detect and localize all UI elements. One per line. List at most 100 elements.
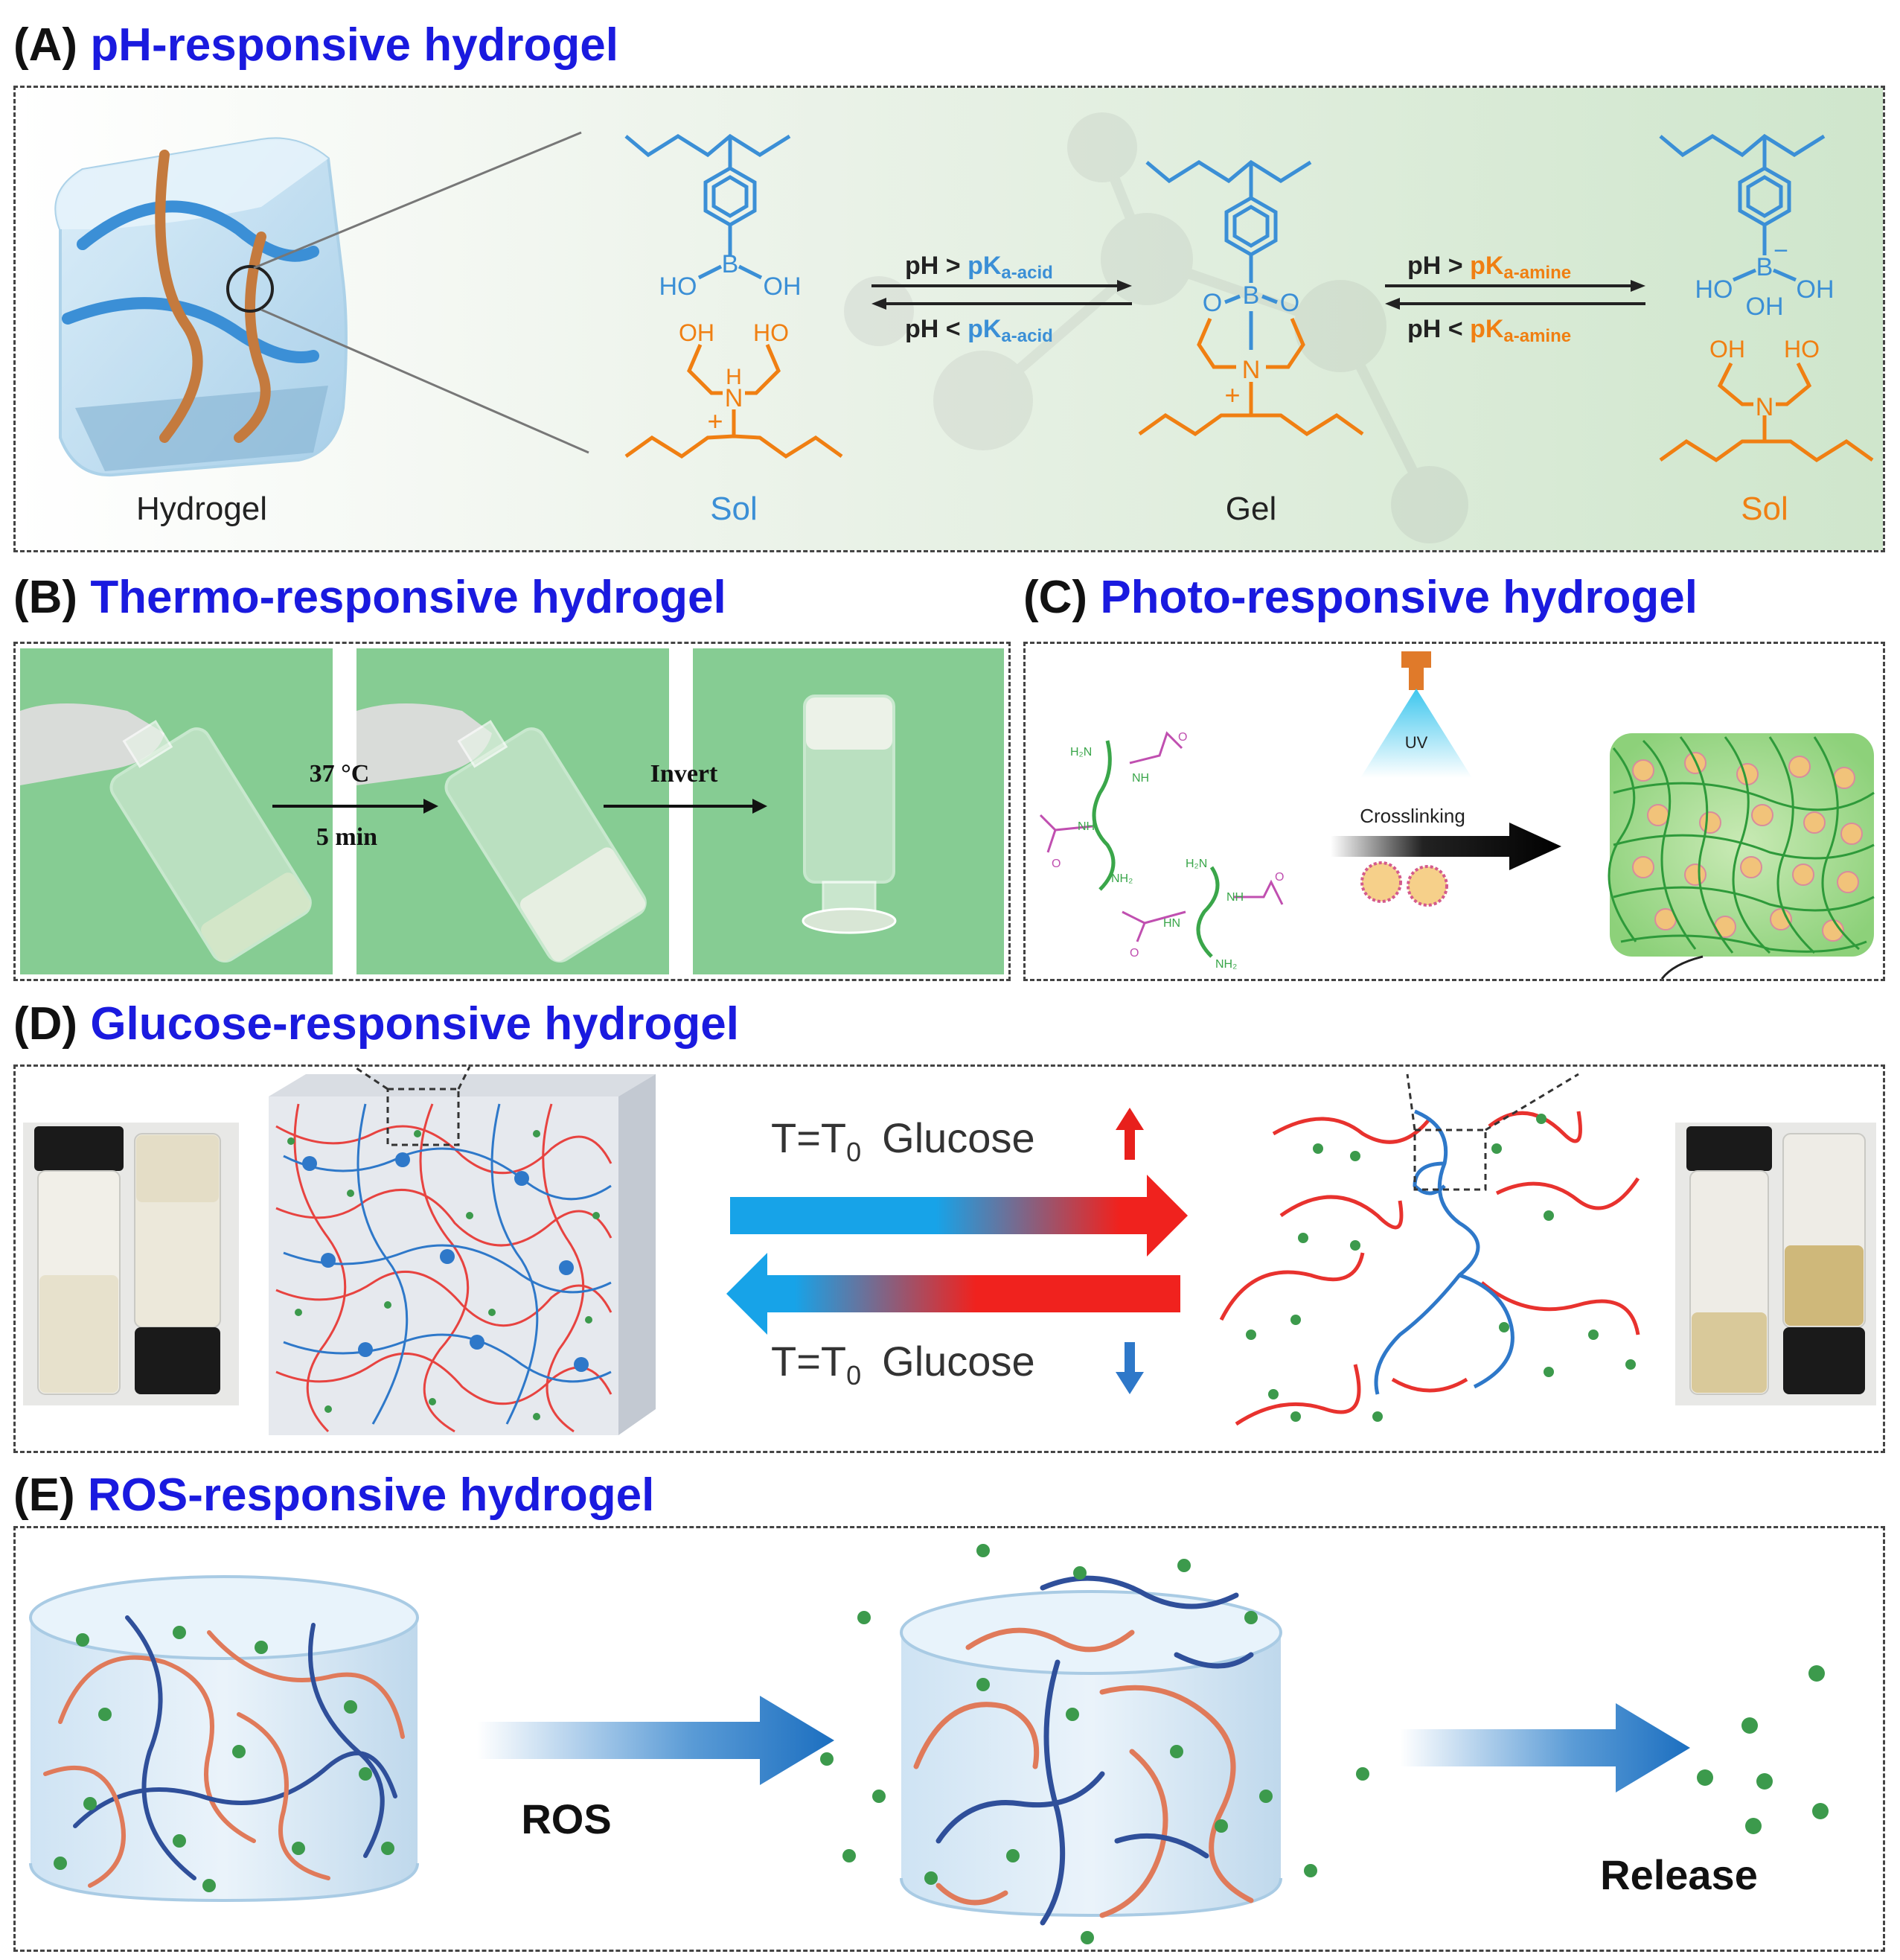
reverse-arrow (726, 1253, 1180, 1335)
charge-plus: + (707, 406, 723, 436)
panel-d-title: (D) Glucose-responsive hydrogel (13, 1001, 739, 1047)
eq1-bottom-sub: a-acid (1001, 326, 1052, 346)
ros-label: ROS (521, 1795, 611, 1842)
uv-lamp-icon (1360, 651, 1472, 778)
atom-hydrogen: H (726, 365, 742, 389)
hydrogel-label: Hydrogel (136, 491, 267, 527)
eq1-top-pre: pH > (905, 252, 967, 280)
bottom-condition-post: Glucose (882, 1338, 1034, 1385)
chem-o-2: O (1052, 858, 1061, 870)
eq1-top-label: pH > pKa-acid (905, 252, 1053, 283)
atom-ho: HO (659, 272, 697, 301)
release-label: Release (1600, 1851, 1758, 1898)
chem-h2n-2: H₂N (1186, 858, 1207, 870)
sr-atom-oh-bottom: OH (1746, 293, 1784, 321)
panel-d-name: Glucose-responsive hydrogel (90, 998, 740, 1050)
panel-a-tag: (A) (13, 19, 78, 71)
chem-nh2-1: NH₂ (1111, 872, 1133, 885)
sol-drug-dots (1246, 1114, 1636, 1422)
equilibrium-arrows-2 (1385, 280, 1645, 310)
glucose-down-arrow-icon (1116, 1342, 1144, 1394)
panel-b-title: (B) Thermo-responsive hydrogel (13, 575, 726, 621)
gel-label: Gel (1226, 491, 1276, 527)
atom-nitrogen: N (725, 384, 743, 412)
gel-atom-o-left: O (1203, 289, 1222, 317)
step1-top-label: 37 °C (310, 760, 370, 788)
top-condition-sub: 0 (846, 1137, 861, 1167)
gel-atom-o-right: O (1280, 289, 1299, 317)
panel-c-diagram: H₂N NH O NH O NH₂ H₂N NH O HN O NH₂ UV C… (1039, 651, 1875, 979)
sr-atom-oh-left: OH (1709, 336, 1745, 363)
panel-e-box: ROS (13, 1526, 1885, 1952)
zoom-line-bottom (260, 308, 589, 454)
atom-ho-right: HO (753, 319, 789, 346)
nanoparticle-icons (1360, 861, 1448, 907)
panel-c-tag: (C) (1023, 572, 1088, 623)
sol-left-molecule: B HO OH OH HO H N + (624, 133, 843, 459)
sol-right-molecule: B − HO OH OH OH HO N (1659, 133, 1874, 463)
crosslinking-arrow (1331, 823, 1561, 870)
eq2-bottom-pre: pH < (1407, 315, 1470, 343)
sr-atom-nitrogen: N (1756, 393, 1774, 421)
gel-charge-plus: + (1224, 380, 1240, 410)
photo-vial-tilted-after (356, 648, 669, 974)
photo-vials-sol (1675, 1123, 1876, 1405)
step2-label: Invert (650, 760, 718, 788)
chem-h2n-1: H₂N (1070, 746, 1092, 759)
chem-nh2-2: NH₂ (1215, 958, 1237, 971)
bottom-condition-label: T=T0 Glucose (771, 1338, 1035, 1391)
panel-c-name: Photo-responsive hydrogel (1100, 572, 1698, 623)
gel-callout-line (1660, 955, 1704, 979)
panel-b-box: 37 °C 5 min Invert (13, 642, 1011, 981)
atom-oh-left: OH (679, 319, 714, 346)
bottom-condition-sub: 0 (846, 1360, 861, 1391)
panel-d-tag: (D) (13, 998, 78, 1050)
bottom-condition-pre: T=T (771, 1338, 846, 1385)
eq2-top-pre: pH > (1407, 252, 1470, 280)
panel-e-name: ROS-responsive hydrogel (87, 1469, 655, 1521)
uv-label: UV (1405, 733, 1428, 752)
sol-left-label: Sol (710, 491, 758, 527)
crosslinking-label: Crosslinking (1360, 805, 1465, 827)
forward-arrow (730, 1175, 1188, 1257)
eq2-bottom-label: pH < pKa-amine (1407, 315, 1571, 346)
sr-atom-oh-right: OH (1797, 275, 1835, 304)
photo-vials-gel (23, 1123, 239, 1405)
chem-o-4: O (1130, 947, 1139, 960)
eq1-bottom-label: pH < pKa-acid (905, 315, 1053, 346)
release-arrow (1400, 1703, 1690, 1793)
panel-b-name: Thermo-responsive hydrogel (90, 572, 726, 623)
photo-vial-inverted (693, 648, 1004, 974)
sol-right-label: Sol (1741, 491, 1788, 527)
panel-c-box: H₂N NH O NH O NH₂ H₂N NH O HN O NH₂ UV C… (1023, 642, 1885, 981)
atom-oh: OH (764, 272, 802, 301)
sr-charge-minus: − (1773, 237, 1788, 265)
chem-nh-2: NH (1078, 820, 1095, 833)
panel-e-title: (E) ROS-responsive hydrogel (13, 1472, 654, 1519)
glucose-up-arrow-icon (1116, 1108, 1144, 1160)
chem-nh-3: NH (1226, 891, 1244, 904)
eq1-bottom-pre: pH < (905, 315, 967, 343)
eq2-bottom-pk: pK (1470, 315, 1504, 343)
photo-vial-tilted-before (20, 648, 333, 974)
hydrogel-cylinder-degraded (820, 1544, 1369, 1944)
gel-network-cube (269, 1067, 656, 1435)
atom-boron: B (722, 250, 739, 278)
panel-b-photos: 37 °C 5 min Invert (16, 644, 1008, 979)
top-condition-pre: T=T (771, 1114, 846, 1161)
eq2-bottom-sub: a-amine (1503, 326, 1571, 346)
sol-zoom-box (1406, 1073, 1579, 1191)
sr-atom-boron: B (1756, 253, 1773, 281)
panel-b-tag: (B) (13, 572, 78, 623)
eq2-top-sub: a-amine (1503, 263, 1571, 283)
chem-nh-1: NH (1132, 772, 1149, 785)
panel-a-box: Hydrogel B HO OH OH HO H (13, 86, 1885, 552)
eq1-top-pk: pK (967, 252, 1002, 280)
sr-atom-ho: HO (1695, 275, 1733, 304)
eq1-top-sub: a-acid (1001, 263, 1052, 283)
panel-e-tag: (E) (13, 1469, 75, 1521)
hydrogel-cube (54, 137, 348, 477)
